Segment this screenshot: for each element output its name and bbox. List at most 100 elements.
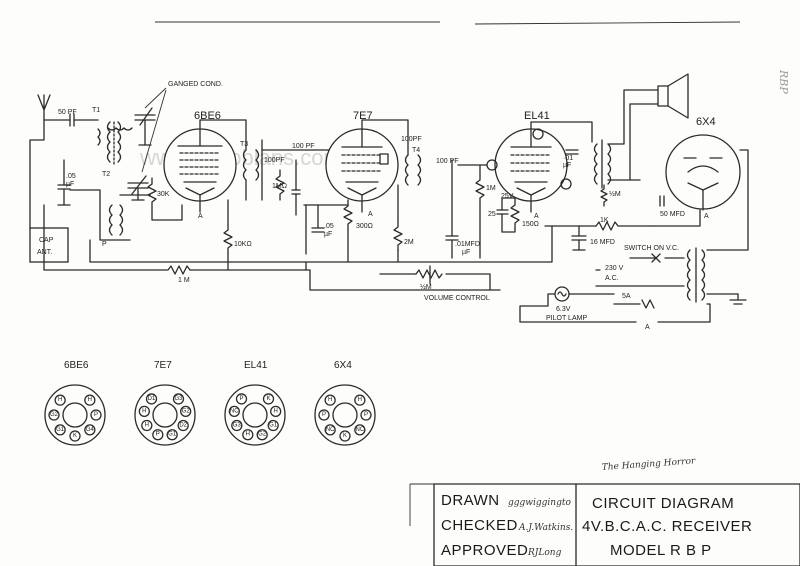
tube-7e7-label: 7E7 (353, 110, 373, 122)
base-pin-label: K (266, 396, 270, 402)
r150-label: 150Ω (522, 221, 539, 228)
base-pin-label: G1 (269, 423, 278, 429)
pilot-lamp-section: 5A 6.3V PILOT LAMP (519, 286, 655, 323)
vc-value-label: ½M (420, 283, 432, 291)
c25-voltage: 25V (501, 193, 514, 200)
tube-6be6-label: 6BE6 (194, 110, 221, 122)
mains-ac: A.C. (605, 275, 619, 282)
r10k-label: 10KΩ (234, 241, 252, 248)
a-mark-5: A (645, 324, 650, 331)
c16-label: 16 MFD (590, 239, 615, 246)
c01b-unit: µF (563, 162, 571, 169)
model-title: MODEL R B P (610, 542, 712, 559)
base-pin-label: P (322, 412, 326, 418)
tube-el41-label: EL41 (524, 110, 550, 122)
a-mark-4: A (704, 213, 709, 220)
base-pin (242, 429, 254, 441)
el41-cathode-network: 1M 25 25V 150Ω (457, 164, 539, 259)
bus-lines: 1 M ½M VOLUME CONTROL (43, 204, 553, 302)
r30k-label: 30K (157, 191, 170, 198)
base-outer-ring (314, 384, 376, 446)
base-pin (145, 393, 158, 405)
output-stage: ·01 µF ½M (530, 73, 689, 207)
lamp-label: PILOT LAMP (546, 315, 587, 322)
base-pin (141, 419, 153, 432)
if-transformer-t4: 100PF T4 100 PF 2M (361, 119, 459, 263)
base-outer-ring (224, 384, 286, 446)
base-inner-ring (152, 402, 178, 428)
base-outer-ring (44, 384, 106, 446)
base-pin-label: H (88, 397, 92, 403)
t4-label: T4 (412, 147, 420, 154)
tube-base-label: 6BE6 (64, 360, 89, 371)
base-pin (48, 409, 60, 421)
base-pin-label: K (343, 433, 347, 439)
mains-voltage: 230 V (605, 265, 624, 272)
base-pin-label: P (156, 432, 160, 438)
base-pin-label: H (145, 423, 149, 429)
ganged-label: GANGED COND. (168, 81, 223, 88)
coupling-cap-01: .01MFD µF (445, 159, 480, 259)
base-inner-ring (62, 402, 88, 428)
sheet-border-top (155, 21, 741, 25)
checked-label: CHECKED (441, 517, 518, 534)
tube-el41: EL41 A (486, 110, 572, 220)
r300-label: 300Ω (356, 223, 373, 230)
base-pin (90, 409, 102, 421)
base-pin-label: H (246, 432, 250, 438)
r1k-label: 1K (600, 217, 609, 224)
base-pin-label: H (142, 408, 146, 414)
t1-label: T1 (92, 107, 100, 114)
base-inner-ring (242, 402, 268, 428)
r1m-b-label: 1M (486, 185, 496, 192)
mains-section: SWITCH ON V.C. 230 V A.C. A (595, 149, 749, 331)
c25-label: 25 (488, 211, 496, 218)
tube-base-label: EL41 (244, 360, 268, 371)
tube-base-label: 6X4 (334, 360, 352, 371)
t3-label: T3 (240, 141, 248, 148)
base-pin-label: H (274, 408, 278, 414)
c05-unit: µF (66, 181, 74, 188)
base-pin (270, 405, 282, 418)
approved-signature: RJLong (527, 548, 562, 558)
lamp-voltage: 6.3V (556, 306, 571, 313)
c05b-label: .05 (324, 223, 334, 230)
base-pin-label: H (328, 397, 332, 403)
base-pin (54, 394, 66, 406)
fuse-label: 5A (622, 293, 631, 300)
base-pin (231, 419, 243, 432)
base-pin (339, 430, 351, 442)
c05-label: .05 (66, 173, 76, 180)
title-block: The Hanging Horror DRAWN gggwiggingto CH… (409, 456, 800, 566)
t2-label: T2 (102, 171, 110, 178)
base-pin-label: P (239, 396, 243, 402)
base-pin-label: K (73, 433, 77, 439)
base-pin-label: G2 (50, 412, 59, 418)
a-mark-2: A (368, 211, 373, 218)
base-pin-label: P (364, 412, 368, 418)
base-pin (180, 405, 192, 418)
base-pin-label: G3 (174, 396, 183, 402)
detector-network: 1MΩ 100 PF (261, 143, 331, 216)
base-pin (69, 430, 81, 442)
base-pin-label: G3 (233, 423, 242, 429)
r2m-label: 2M (404, 239, 414, 246)
base-inner-ring (332, 402, 358, 428)
base-pin (318, 409, 330, 421)
tube-6x4: 6X4 A (665, 116, 741, 220)
c05b-unit: µF (324, 231, 332, 238)
base-pin-label: G2 (182, 408, 191, 414)
base-pin (84, 424, 96, 436)
base-pin (354, 394, 366, 406)
a-mark-3: A (534, 213, 539, 220)
hanging-horror-note: The Hanging Horror (602, 456, 697, 473)
drawn-label: DRAWN (441, 492, 500, 509)
tube-6be6: 6BE6 A (163, 110, 237, 220)
side-note: RBP (777, 69, 790, 94)
base-pin-label: P (94, 412, 98, 418)
base-pin (54, 424, 66, 436)
resistor-10k: 10KΩ (223, 199, 252, 263)
base-pin-label: H (58, 397, 62, 403)
